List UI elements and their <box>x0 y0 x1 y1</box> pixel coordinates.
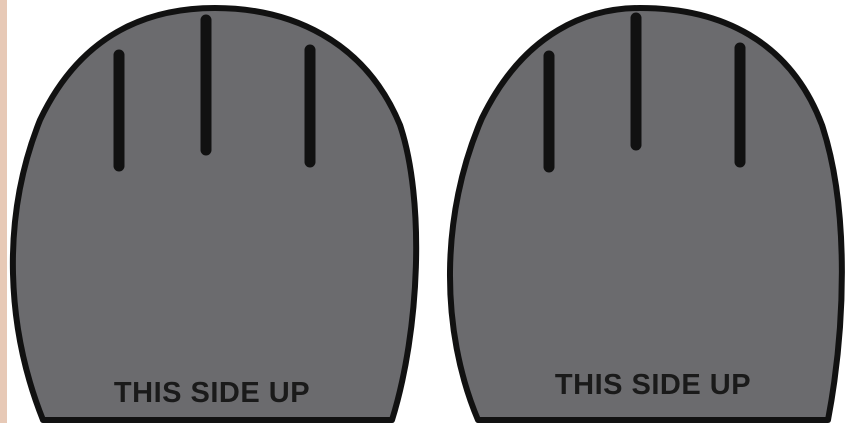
shape-right: THIS SIDE UP <box>450 8 842 420</box>
shape-left-body <box>13 8 416 420</box>
shape-right-label: THIS SIDE UP <box>555 369 751 401</box>
shape-left-label: THIS SIDE UP <box>114 377 310 409</box>
shape-left: THIS SIDE UP <box>13 8 416 420</box>
shape-right-body <box>450 8 842 420</box>
